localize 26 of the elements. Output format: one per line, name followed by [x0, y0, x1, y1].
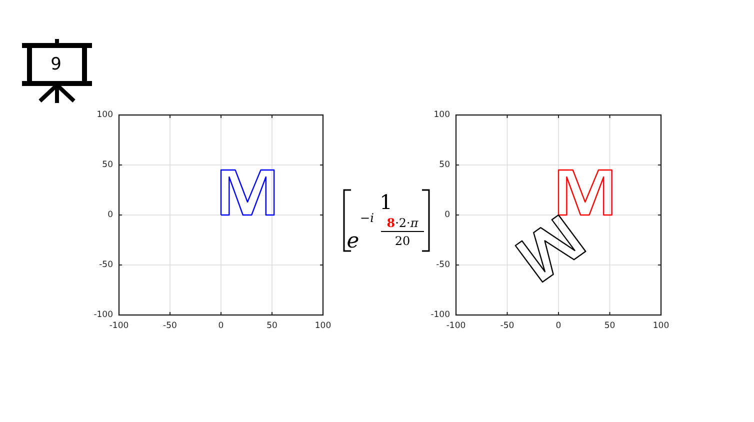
slide-number: 9 [50, 56, 62, 74]
x-tick-label: 0 [218, 322, 224, 330]
y-tick-label: 100 [96, 110, 113, 120]
y-tick-label: -50 [436, 260, 450, 270]
y-tick-label: 50 [102, 160, 113, 170]
x-tick-label: -50 [163, 322, 177, 330]
y-tick-label: 0 [444, 210, 450, 220]
exponential-base: e [346, 230, 360, 252]
x-tick-label: -50 [500, 322, 514, 330]
x-tick-label: 100 [314, 322, 332, 330]
y-tick-label: 0 [108, 210, 113, 220]
fraction-denominator: 20 [394, 235, 410, 247]
x-tick-label: -100 [446, 322, 466, 330]
x-tick-label: 50 [266, 322, 278, 330]
exponent-text: −i [360, 212, 374, 224]
x-tick-label: 50 [604, 322, 616, 330]
y-tick-label: -100 [430, 310, 450, 320]
y-tick-label: -50 [99, 260, 113, 270]
y-tick-label: 100 [434, 110, 450, 120]
x-tick-label: 100 [652, 322, 670, 330]
fraction-numerator: 8·2·π [386, 217, 418, 229]
y-tick-label: -100 [94, 310, 113, 320]
y-tick-label: 50 [439, 160, 450, 170]
matrix-entry: 1 [380, 192, 392, 212]
x-tick-label: 0 [556, 322, 562, 330]
x-tick-label: -100 [109, 322, 129, 330]
